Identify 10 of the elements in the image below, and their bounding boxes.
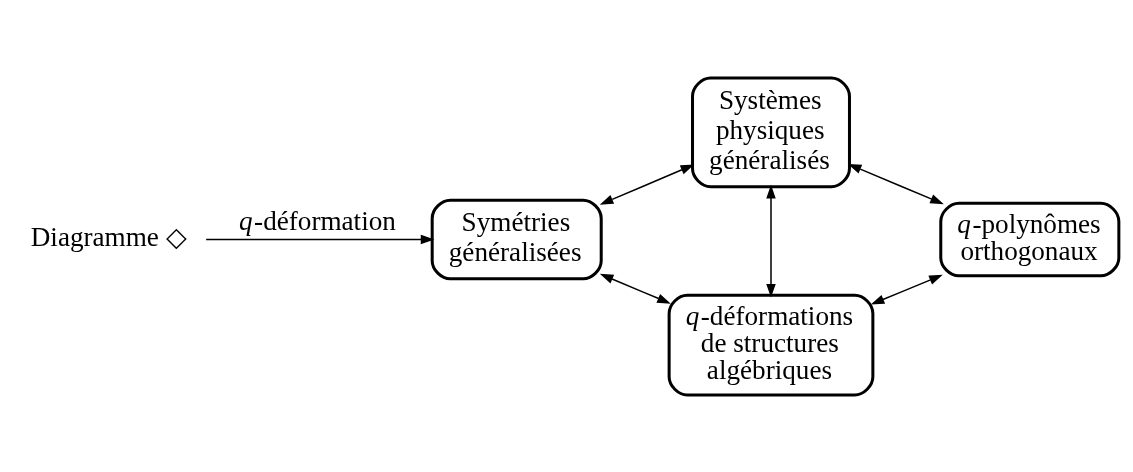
node-box: Symétries généralisées [430,198,603,280]
node-box: q-déformations de structures algébriques [667,293,875,396]
arrow [766,184,776,298]
arrow [870,274,943,305]
node-box: q-polynômes orthogonaux [939,201,1121,277]
node-text: Diagramme ◇ [30,221,187,252]
node-box: Systèmes physiques généralisés [691,76,851,188]
arrow [599,273,671,304]
edge-label: q-déformation [239,205,396,236]
arrow [205,234,435,244]
